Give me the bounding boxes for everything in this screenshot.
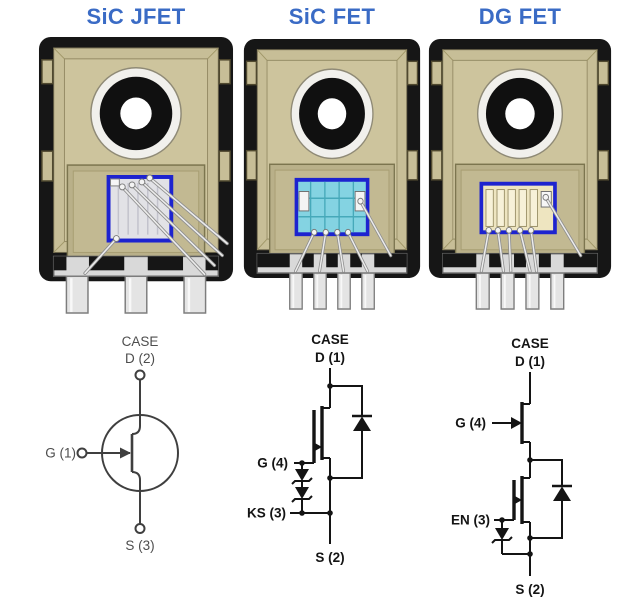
column-title-sic-jfet: SiC JFET <box>86 4 186 29</box>
source-label: S (2) <box>515 582 544 597</box>
lead-frame <box>256 252 408 274</box>
mounting-hole <box>290 68 374 160</box>
column-title-sic-fet: SiC FET <box>288 4 376 29</box>
leads <box>289 272 375 310</box>
bond-wires <box>293 197 393 273</box>
leads <box>475 272 565 310</box>
lead-frame <box>442 252 598 274</box>
schematic-sic-fet: CASE D (1) G (4) KS (3) S (2) <box>247 332 372 565</box>
source-terminal <box>134 523 146 534</box>
gate-label: G (4) <box>257 456 288 471</box>
channel-arrow-icon <box>513 495 522 505</box>
bond-wires <box>479 193 583 273</box>
esd-zener-icon <box>495 528 509 540</box>
gate-label: G (4) <box>455 416 486 431</box>
case-label: CASE <box>122 334 159 349</box>
channel-arrow-icon <box>313 442 322 452</box>
drain-label: D (1) <box>315 350 345 365</box>
source-label: S (3) <box>125 538 154 553</box>
mounting-hole <box>476 68 564 160</box>
package-dg-fet <box>428 38 612 310</box>
package-sic-fet <box>243 38 421 310</box>
gate-arrow-icon <box>511 417 522 429</box>
schematic-sic-jfet: CASE D (2) G (1) S (3) <box>45 334 179 553</box>
source-label: S (2) <box>315 550 344 565</box>
dg-fet-die <box>479 181 557 235</box>
lead-frame <box>52 255 220 278</box>
mounting-hole <box>90 67 182 160</box>
drain-label: D (1) <box>515 354 545 369</box>
case-label: CASE <box>511 336 549 351</box>
drain-label: D (2) <box>125 351 155 366</box>
enable-label: EN (3) <box>451 513 490 528</box>
gate-label: G (1) <box>45 446 76 461</box>
column-title-dg-fet: DG FET <box>478 4 562 29</box>
body-diode-icon <box>553 486 571 501</box>
gate-terminal <box>76 447 88 459</box>
esd-zener-icon <box>295 469 309 481</box>
drain-terminal <box>134 369 146 381</box>
gate-arrow-icon <box>120 447 131 459</box>
body-diode-icon <box>353 416 371 431</box>
sic-fet-die <box>294 177 370 237</box>
bond-wires <box>83 174 229 276</box>
esd-zener-icon <box>295 487 309 499</box>
schematic-dg-fet: CASE D (1) G (4) EN (3) S (2) <box>451 336 572 597</box>
package-sic-jfet <box>38 36 234 314</box>
leads <box>65 275 207 314</box>
kelvin-source-label: KS (3) <box>247 506 286 521</box>
case-label: CASE <box>311 332 349 347</box>
